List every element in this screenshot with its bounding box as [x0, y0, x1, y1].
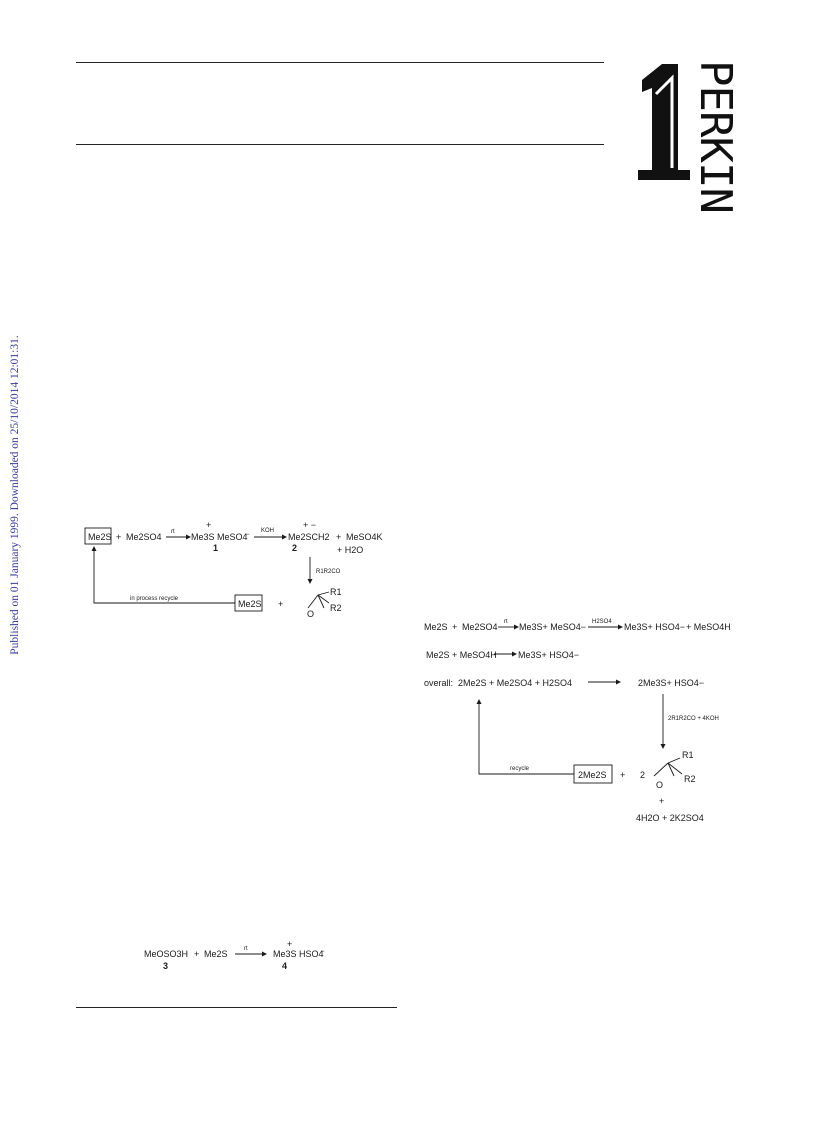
- s1-plus-charge: +: [206, 520, 211, 530]
- s2-r2: R2: [684, 774, 696, 784]
- s1-me2s: Me2S: [88, 532, 112, 542]
- perkin-logo-number: 1: [632, 191, 633, 192]
- s1-koh: KOH: [261, 528, 274, 534]
- s1-plus2: +: [336, 532, 341, 542]
- s2-r1-me2s: Me2S: [424, 622, 448, 632]
- perkin-logo-graphic: [638, 64, 690, 180]
- s3-label3: 3: [163, 961, 168, 971]
- s2-r2-left: Me2S + MeSO4H: [426, 650, 497, 660]
- s2-r1-plus: +: [452, 622, 457, 632]
- header-rule-bottom: [76, 144, 604, 145]
- s3-minus-charge: −: [321, 949, 325, 955]
- perkin-logo: 1 PERKIN: [632, 58, 744, 213]
- s1-salt1: Me3S MeSO4: [191, 532, 248, 542]
- s3-acid: MeOSO3H: [144, 949, 188, 959]
- s2-byplus: +: [659, 796, 664, 806]
- s3-rt: rt: [244, 946, 248, 952]
- s2-r3-left: 2Me2S + Me2SO4 + H2SO4: [458, 678, 572, 688]
- s1-water: + H2O: [337, 545, 363, 555]
- scheme-3: MeOSO3H 3 + Me2S rt + Me3S HSO4 − 4: [144, 939, 325, 971]
- s2-r2-product: Me3S+ HSO4−: [518, 650, 579, 660]
- footnote-rule: [76, 1007, 397, 1008]
- perkin-logo-word: PERKIN: [690, 60, 741, 213]
- s1-label1: 1: [213, 543, 218, 553]
- s2-r1-rt: rt: [504, 619, 508, 625]
- s3-product: Me3S HSO4: [273, 949, 324, 959]
- published-note: Published on 01 January 1999. Downloaded…: [9, 335, 21, 655]
- s1-me2s-recycled: Me2S: [238, 599, 262, 609]
- s1-r2: R2: [330, 603, 342, 613]
- s2-r1-product: Me3S+ HSO4−: [624, 622, 685, 632]
- s2-r1-h2so4: H2SO4: [592, 619, 612, 625]
- s2-r1-mesoh: + MeSO4H: [686, 622, 731, 632]
- s1-rt: rt: [171, 529, 175, 535]
- s1-recycle: in process recycle: [130, 596, 179, 602]
- s3-label4: 4: [282, 961, 287, 971]
- s1-plus3: +: [278, 599, 283, 609]
- s3-me2s: Me2S: [204, 949, 228, 959]
- header-rule-top: [76, 62, 604, 63]
- s2-recycle: recycle: [510, 766, 530, 772]
- s2-r1-salt: Me3S+ MeSO4−: [519, 622, 586, 632]
- s2-r3-overall: overall:: [424, 678, 453, 688]
- s1-me2so4: Me2SO4: [126, 532, 162, 542]
- s1-epoxide-o: O: [307, 609, 314, 619]
- s2-me2s-box: 2Me2S: [578, 770, 607, 780]
- s2-r1-me2so4: Me2SO4: [462, 622, 498, 632]
- s2-conditions: 2R1R2CO + 4KOH: [668, 716, 719, 722]
- s1-minus-charge: −: [246, 532, 250, 538]
- s2-byproducts: 4H2O + 2K2SO4: [636, 813, 704, 823]
- s1-ylide: Me2SCH2: [288, 532, 330, 542]
- s1-label2: 2: [292, 543, 297, 553]
- s1-ketone: R1R2CO: [316, 569, 341, 575]
- s3-plus: +: [194, 949, 199, 959]
- s2-r1: R1: [682, 750, 694, 760]
- s2-r3-product: 2Me3S+ HSO4−: [638, 678, 704, 688]
- s1-mesok: MeSO4K: [346, 532, 383, 542]
- s1-plus: +: [116, 532, 121, 542]
- scheme-1: Me2S + Me2SO4 rt + Me3S MeSO4 − 1 KOH + …: [84, 520, 383, 619]
- scheme-2: Me2S + Me2SO4 rt Me3S+ MeSO4− H2SO4 Me3S…: [424, 619, 731, 823]
- s1-r1: R1: [330, 587, 342, 597]
- s2-coef: 2: [640, 770, 645, 780]
- s3-plus-charge: +: [287, 939, 292, 949]
- s2-plus: +: [620, 770, 625, 780]
- s1-ylide-charges: + −: [303, 520, 316, 530]
- s2-epoxide-o: O: [656, 780, 663, 790]
